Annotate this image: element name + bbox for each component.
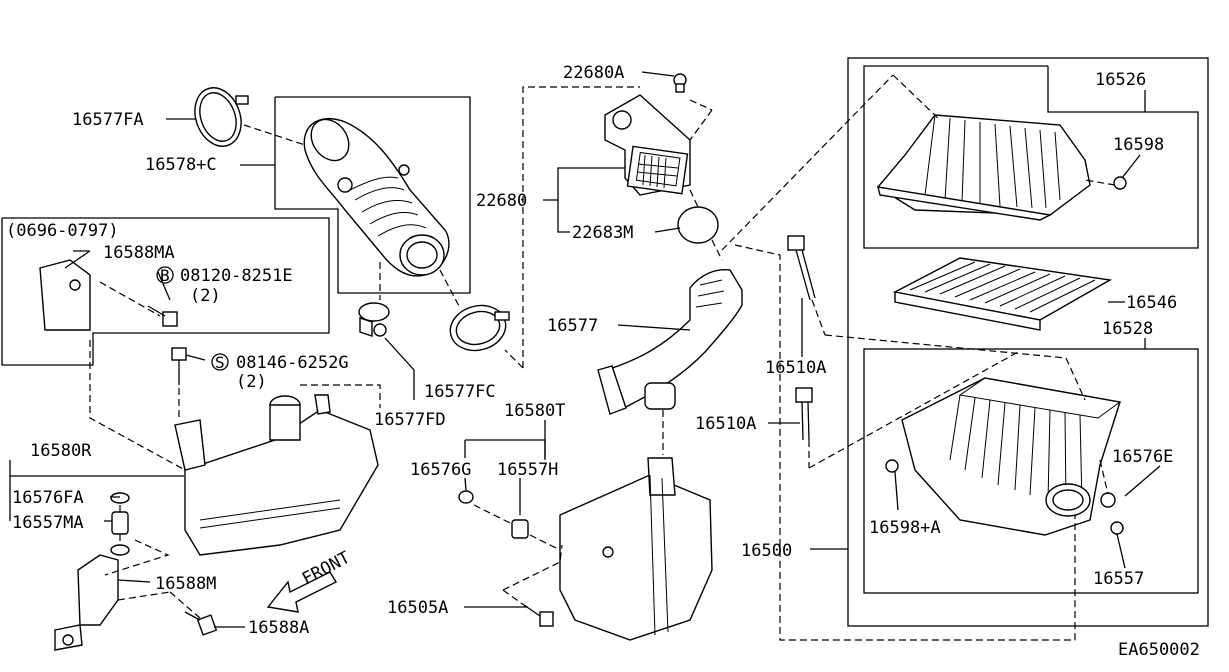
- label-16526: 16526: [1095, 70, 1146, 90]
- leader-lines: [9, 71, 1161, 628]
- label-16510a-upper: 16510A: [765, 358, 826, 378]
- label-16505a: 16505A: [387, 598, 448, 618]
- diagram-code: EA650002: [1118, 640, 1200, 660]
- filter-element-part: [892, 257, 1113, 331]
- label-22683m: 22683M: [572, 223, 633, 243]
- duct-16577-part: [597, 268, 743, 415]
- label-16557h: 16557H: [497, 460, 558, 480]
- inset-bracket-part: [39, 259, 178, 331]
- label-16528: 16528: [1102, 319, 1153, 339]
- gasket-22683m-part: [677, 206, 719, 244]
- label-16598a: 16598+A: [869, 518, 941, 538]
- symbol-b-label: B: [160, 266, 170, 285]
- label-22680a: 22680A: [563, 63, 624, 83]
- label-16577: 16577: [547, 316, 598, 336]
- label-16546: 16546: [1126, 293, 1177, 313]
- bracket-16588m-part: [54, 554, 119, 651]
- label-16580r: 16580R: [30, 441, 92, 461]
- label-16577fc: 16577FC: [424, 382, 496, 402]
- front-arrow-icon: [266, 571, 337, 613]
- label-08120-8251e: 08120-8251E: [180, 266, 293, 286]
- symbol-s-icon: S: [211, 353, 229, 372]
- label-16500: 16500: [741, 541, 792, 561]
- part-labels: 22680A 16577FA 16578+C 22680 22683M 1652…: [6, 63, 1200, 660]
- label-16578c: 16578+C: [145, 155, 217, 175]
- label-b-count: (2): [190, 286, 221, 306]
- dashed-leaders: [89, 74, 1116, 641]
- label-16588m: 16588M: [155, 574, 216, 594]
- label-16576g: 16576G: [410, 460, 471, 480]
- label-16576fa: 16576FA: [12, 488, 84, 508]
- label-variant-0696-0797: (0696-0797): [6, 221, 119, 241]
- resonator-left-part: [174, 394, 379, 556]
- grommet-left-part: [110, 492, 130, 556]
- clamp-16577fa-part: [194, 87, 249, 147]
- label-16577fd: 16577FD: [374, 410, 446, 430]
- label-s-count: (2): [236, 372, 267, 392]
- label-16588a: 16588A: [248, 618, 309, 638]
- clamp-16577fd-part: [358, 302, 390, 337]
- label-22680: 22680: [476, 191, 527, 211]
- airflow-meter-part: [604, 73, 691, 196]
- label-16598: 16598: [1113, 135, 1164, 155]
- label-16576e: 16576E: [1112, 447, 1173, 467]
- symbol-s-label: S: [215, 353, 225, 372]
- bolt-s-part: [171, 347, 187, 385]
- label-16510a-lower: 16510A: [695, 414, 756, 434]
- label-16557: 16557: [1093, 569, 1144, 589]
- symbol-b-icon: B: [156, 266, 174, 285]
- clamp-16577fc-part: [449, 304, 510, 352]
- label-16557ma: 16557MA: [12, 513, 84, 533]
- label-16577fa: 16577FA: [72, 110, 144, 130]
- frame-boxes: [1, 57, 1209, 627]
- air-cleaner-cover-part: [876, 114, 1127, 221]
- label-16580t: 16580T: [504, 401, 565, 421]
- air-cleaner-case-part: [885, 377, 1124, 536]
- bolt-16588a-part: [184, 611, 218, 636]
- bolts-16510a-part: [787, 235, 816, 441]
- inlet-duct-part: [303, 117, 450, 277]
- resonator-center-part: [458, 457, 713, 641]
- label-08146-6252g: 08146-6252G: [236, 353, 349, 373]
- label-16588ma: 16588MA: [103, 243, 175, 263]
